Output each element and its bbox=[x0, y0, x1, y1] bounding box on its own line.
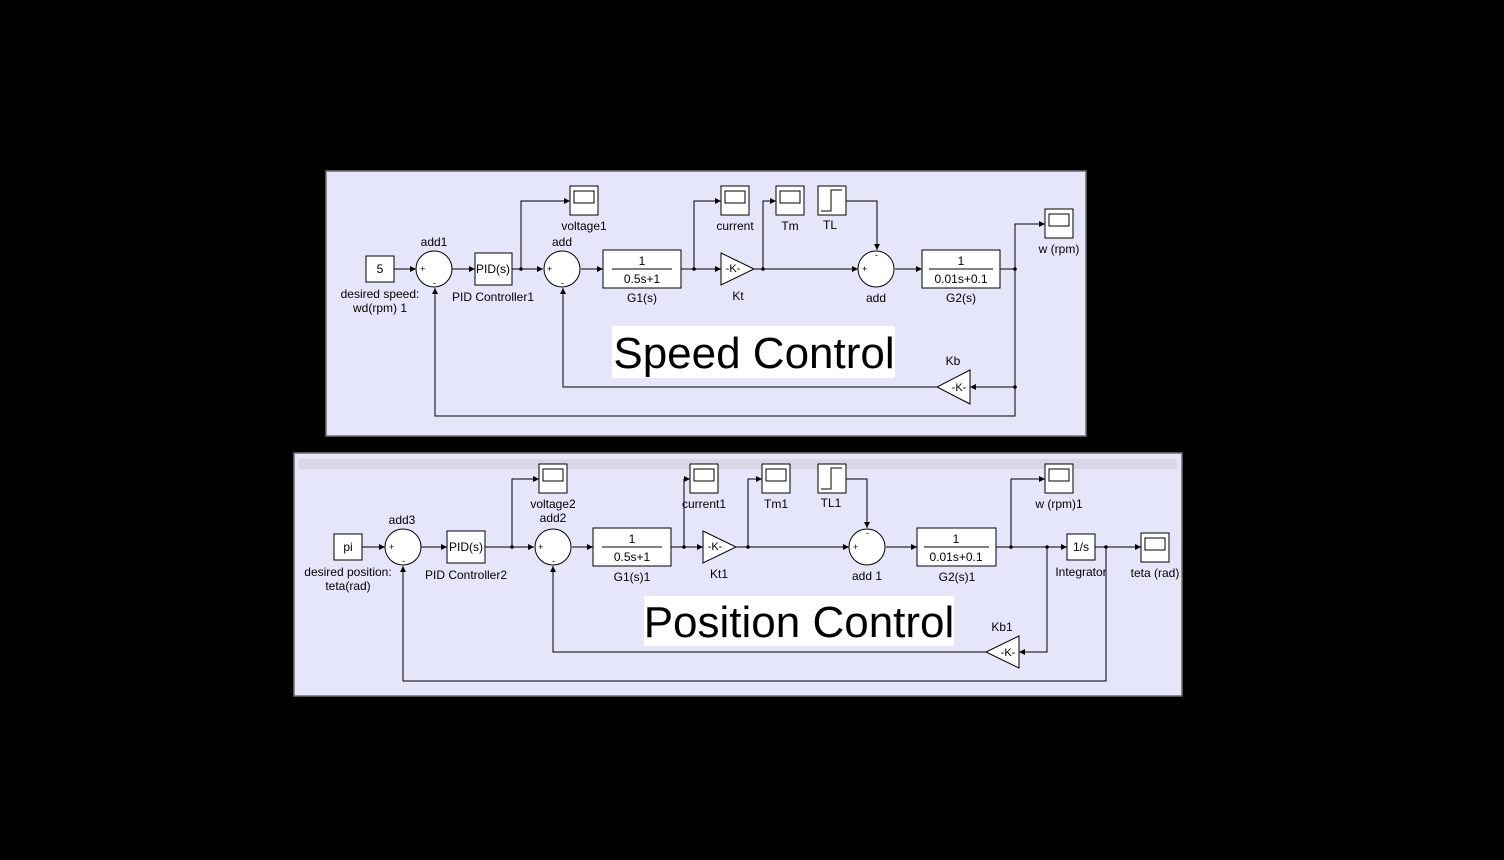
speed-g2-label: G2(s) bbox=[946, 291, 976, 305]
speed-add-torque-block[interactable] bbox=[857, 250, 895, 288]
speed-source-label-2: wd(rpm) 1 bbox=[352, 301, 407, 315]
speed-g1-den: 0.5s+1 bbox=[624, 272, 661, 286]
speed-title: Speed Control bbox=[613, 329, 894, 378]
position-pid-text: PID(s) bbox=[449, 540, 483, 554]
position-source-value: pi bbox=[343, 540, 352, 554]
position-title: Position Control bbox=[644, 598, 955, 647]
speed-scope-w-label: w (rpm) bbox=[1038, 242, 1080, 256]
position-integrator-text: 1/s bbox=[1073, 540, 1089, 554]
position-pid-label: PID Controller2 bbox=[425, 568, 507, 582]
position-kb1-text: -K- bbox=[1001, 647, 1016, 659]
position-add2-minus: - bbox=[552, 556, 555, 566]
speed-add-plus: + bbox=[547, 264, 552, 274]
position-g2-num: 1 bbox=[953, 532, 960, 546]
position-g2-label: G2(s)1 bbox=[939, 570, 976, 584]
speed-kt-gain[interactable] bbox=[720, 252, 756, 286]
speed-kb-gain[interactable] bbox=[935, 369, 971, 405]
speed-g2-den: 0.01s+0.1 bbox=[934, 272, 987, 286]
position-scope-voltage2-label: voltage2 bbox=[530, 497, 576, 511]
position-scope-tm1-label: Tm1 bbox=[764, 497, 788, 511]
speed-pid-text: PID(s) bbox=[476, 262, 510, 276]
position-source-block[interactable] bbox=[333, 533, 363, 561]
position-integrator-block[interactable] bbox=[1066, 533, 1096, 561]
position-integrator-label: Integrator bbox=[1055, 565, 1106, 579]
speed-control-diagram: 5 desired speed: wd(rpm) 1 + - add1 PID(… bbox=[325, 170, 1087, 437]
position-scope-voltage2[interactable] bbox=[538, 463, 568, 494]
position-panel bbox=[293, 452, 1183, 697]
position-add1-minus: - bbox=[866, 528, 869, 538]
speed-scope-voltage1[interactable] bbox=[569, 185, 599, 216]
speed-scope-w[interactable] bbox=[1044, 208, 1074, 239]
position-wires bbox=[362, 476, 1141, 682]
position-add2-plus: + bbox=[538, 542, 543, 552]
position-scope-teta[interactable] bbox=[1140, 532, 1170, 563]
position-add2-block[interactable] bbox=[534, 528, 572, 566]
position-source-label-2: teta(rad) bbox=[325, 579, 370, 593]
position-add3-plus: + bbox=[389, 542, 394, 552]
position-step-tl1[interactable] bbox=[817, 463, 847, 494]
speed-add-label: add bbox=[552, 235, 572, 249]
speed-kb-label: Kb bbox=[946, 354, 961, 368]
position-scope-current1[interactable] bbox=[689, 463, 719, 494]
position-control-diagram: pi desired position: teta(rad) + - add3 … bbox=[293, 452, 1183, 697]
position-scope-w1[interactable] bbox=[1044, 463, 1074, 494]
position-g1-label: G1(s)1 bbox=[614, 570, 651, 584]
position-add3-minus: - bbox=[402, 556, 405, 566]
speed-add-minus: - bbox=[561, 278, 564, 288]
speed-scope-voltage1-label: voltage1 bbox=[561, 219, 607, 233]
position-kt1-gain[interactable] bbox=[702, 530, 738, 564]
speed-kt-text: -K- bbox=[726, 263, 741, 275]
position-add1-block[interactable] bbox=[848, 528, 886, 566]
speed-step-tl-label: TL bbox=[823, 218, 837, 232]
position-scope-current1-label: current1 bbox=[682, 497, 726, 511]
position-add3-block[interactable] bbox=[384, 528, 422, 566]
position-g1-den: 0.5s+1 bbox=[614, 550, 651, 564]
position-add1-plus: + bbox=[853, 542, 858, 552]
speed-scope-tm[interactable] bbox=[775, 185, 805, 216]
position-add2-label: add2 bbox=[540, 511, 567, 525]
speed-source-block[interactable] bbox=[365, 255, 395, 283]
speed-source-label-1: desired speed: bbox=[341, 287, 420, 301]
position-kt1-text: -K- bbox=[708, 541, 723, 553]
speed-g2-num: 1 bbox=[958, 254, 965, 268]
speed-pid-block[interactable] bbox=[474, 252, 513, 286]
speed-add1-block[interactable] bbox=[415, 250, 453, 288]
position-kb1-gain[interactable] bbox=[984, 635, 1020, 669]
speed-scope-tm-label: Tm bbox=[781, 219, 798, 233]
speed-add-torque-plus: + bbox=[862, 264, 867, 274]
position-pid-block[interactable] bbox=[446, 530, 486, 564]
position-add1-label: add 1 bbox=[852, 569, 882, 583]
speed-add1-plus: + bbox=[420, 264, 425, 274]
position-step-tl1-label: TL1 bbox=[821, 496, 842, 510]
position-add3-label: add3 bbox=[389, 513, 416, 527]
speed-add1-label: add1 bbox=[421, 235, 448, 249]
position-g1-num: 1 bbox=[629, 532, 636, 546]
position-scope-teta-label: teta (rad) bbox=[1131, 566, 1180, 580]
speed-step-tl[interactable] bbox=[817, 185, 847, 216]
speed-add-torque-label: add bbox=[866, 291, 886, 305]
position-kt1-label: Kt1 bbox=[710, 567, 728, 581]
position-scope-tm1[interactable] bbox=[761, 463, 791, 494]
speed-kt-label: Kt bbox=[732, 289, 744, 303]
speed-kb-text: -K- bbox=[952, 382, 967, 394]
speed-scope-current[interactable] bbox=[720, 185, 750, 216]
position-panel-strip bbox=[299, 459, 1177, 469]
speed-add1-minus: - bbox=[433, 278, 436, 288]
speed-add-torque-minus: - bbox=[875, 250, 878, 260]
speed-scope-current-label: current bbox=[716, 219, 754, 233]
speed-add-block[interactable] bbox=[543, 250, 581, 288]
speed-g1-num: 1 bbox=[639, 254, 646, 268]
speed-wires bbox=[394, 198, 1045, 417]
speed-pid-label: PID Controller1 bbox=[452, 290, 534, 304]
position-kb1-label: Kb1 bbox=[991, 620, 1013, 634]
position-g2-den: 0.01s+0.1 bbox=[929, 550, 982, 564]
position-scope-w1-label: w (rpm)1 bbox=[1034, 497, 1083, 511]
speed-source-value: 5 bbox=[377, 262, 384, 276]
position-source-label-1: desired position: bbox=[304, 565, 391, 579]
speed-g1-label: G1(s) bbox=[627, 291, 657, 305]
